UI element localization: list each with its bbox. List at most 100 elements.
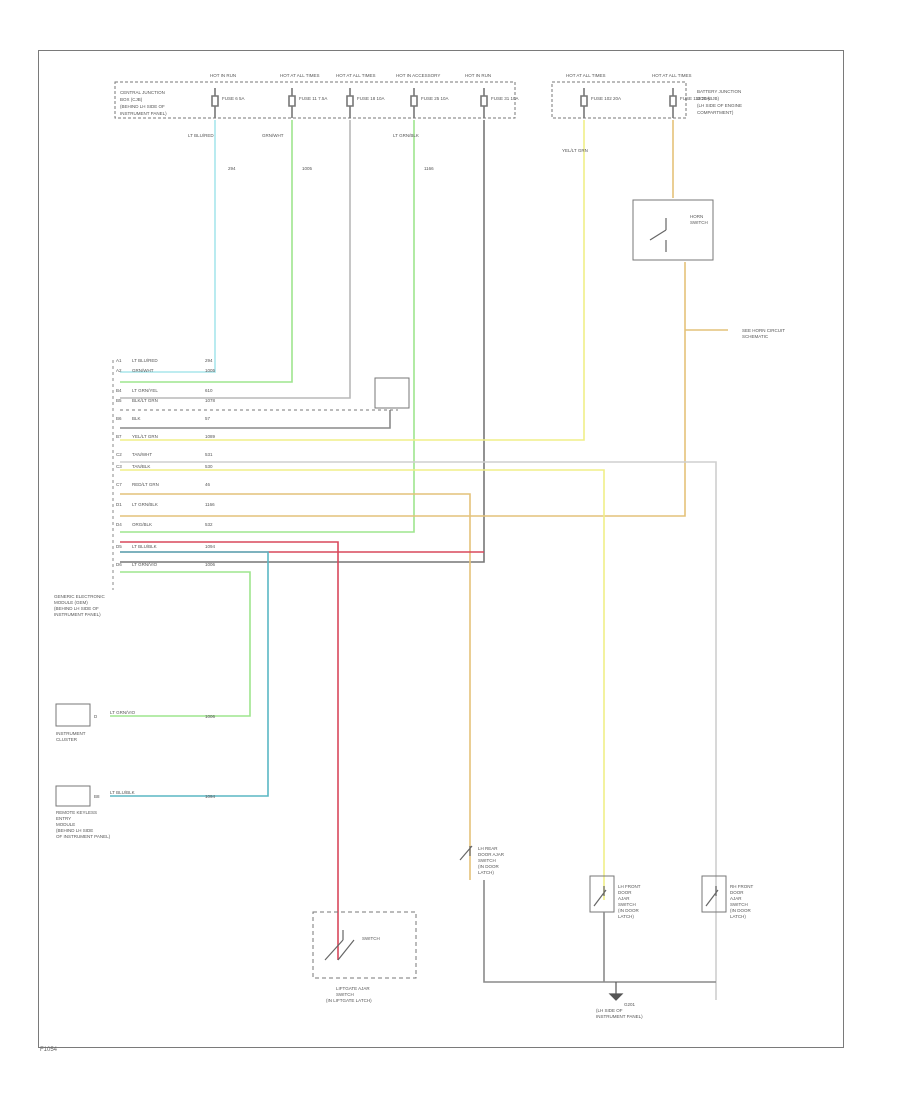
wire-lt-blu-red [120,120,216,373]
cjb-fuse-11: FUSE 11 7.5A [288,88,327,118]
gem-pin-d1: D1 LT GRN/BLK 1166 [116,502,215,507]
wire-lt-blu-blk [110,551,269,797]
rh-door-label-5: LATCH) [730,914,746,919]
cluster-pin: D [94,714,98,719]
gem-wires [110,409,717,1000]
lh-front-door-ajar-switch: LH FRONT DOOR AJAR SWITCH (IN DOOR LATCH… [589,875,641,982]
gem-pin-circuit: 1166 [205,502,215,507]
horn-switch: HORN SWITCH SEE HORN CIRCUIT SCHEMATIC [632,199,785,339]
gem-pin-circuit: 1089 [205,434,216,439]
rear-door-label-1: DOOR AJAR [478,852,505,857]
tag-1166-top: LT GRN/BLK [393,133,419,138]
lh-door-label-1: DOOR [618,890,632,895]
cjb-header-2: HOT AT ALL TIMES [336,73,376,78]
ground-label-0: G201 [624,1002,636,1007]
gem-pin-label: B6 [116,416,122,421]
gem-pin-label: D1 [116,502,122,507]
wire-lt-grn-vio [110,571,251,717]
tag-1166-mid: 1166 [424,166,434,171]
rh-door-label-2: AJAR [730,896,742,901]
wire-yel-lt-grn [120,120,585,441]
rh-door-label-4: (IN DOOR [730,908,751,913]
bjb-header-0: HOT AT ALL TIMES [566,73,606,78]
instrument-cluster: D LT GRN/VIO 1006 INSTRUMENT CLUSTER [55,703,216,742]
bjb-header-1: HOT AT ALL TIMES [652,73,692,78]
cjb-header-0: HOT IN RUN [210,73,236,78]
gem-pin-circuit: 531 [205,452,213,457]
bjb-label-0: BATTERY JUNCTION [697,89,741,94]
liftgate-label-2: (IN LIFTGATE LATCH) [326,998,372,1003]
gem-pin-label: D6 [116,562,122,567]
bjb-fuse-112-label: FUSE 112 20A [680,96,710,101]
gem-pin-wire: LT GRN/BLK [132,502,158,507]
wire-grn-wht [120,120,293,383]
liftgate-label-1: SWITCH [336,992,354,997]
keyless-label-0: REMOTE KEYLESS [56,810,97,815]
cjb-fuse-6: FUSE 6 5A [211,88,245,118]
cluster-label-0: INSTRUMENT [56,731,86,736]
gem-pin-circuit: 1078 [205,398,216,403]
gem-pin-label: A1 [116,358,122,363]
gem-pin-label: B7 [116,434,122,439]
cjb-fuse-18-label: FUSE 18 10A [357,96,385,101]
feed-wires [120,120,674,563]
cjb-label-2: (BEHIND LH SIDE OF [120,104,165,109]
gem-pin-circuit: 46 [205,482,211,487]
gem-label-1: MODULE (GEM) [54,600,88,605]
cluster-wire: LT GRN/VIO [110,710,136,715]
wire-org-blk [120,493,471,880]
liftgate-ajar-switch: SWITCH LIFTGATE AJAR SWITCH (IN LIFTGATE… [312,911,417,1003]
lh-door-label-0: LH FRONT [618,884,641,889]
keyless-wire: LT BLU/BLK [110,790,135,795]
cjb-label-1: BOX (CJB) [120,97,143,102]
cjb-fuse-31: FUSE 31 10A [480,88,519,118]
liftgate-label-0: LIFTGATE AJAR [336,986,370,991]
cjb-header-1: HOT AT ALL TIMES [280,73,320,78]
keyless-label-1: ENTRY [56,816,71,821]
gem-label-0: GENERIC ELECTRONIC [54,594,106,599]
tag-1005-mid: 1005 [302,166,313,171]
tag-1005-top: GRN/WHT [262,133,284,138]
keyless-pin: B8 [94,794,100,799]
keyless-entry-module: B8 LT BLU/BLK 1094 REMOTE KEYLESS ENTRY … [55,785,216,839]
lh-door-label-4: (IN DOOR [618,908,639,913]
wire-blk-gnd [120,410,391,429]
gem-pin-wire: LT GRN/VIO [132,562,158,567]
bjb-fuse-102-label: FUSE 102 20A [591,96,621,101]
horn-switch-label-0: HORN [690,214,703,219]
cluster-circuit: 1006 [205,714,216,719]
wire-feed-18 [120,120,351,399]
cjb-fuse-6-label: FUSE 6 5A [222,96,245,101]
gem-pin-wire: YEL/LT GRN [132,434,158,439]
horn-relay-box [374,377,410,409]
cjb-fuse-31-label: FUSE 31 10A [491,96,519,101]
cjb-fuse-25: FUSE 25 10A [410,88,449,118]
bjb-label-1: BOX (BJB) [697,96,720,101]
wire-ground-bus [483,880,716,983]
gem-pin-label: D5 [116,544,122,549]
gem-pin-label: B5 [116,398,122,403]
bjb-fuse-102: FUSE 102 20A [580,88,621,118]
rear-door-label-4: LATCH) [478,870,494,875]
tag-294-top: LT BLU/RED [188,133,214,138]
cjb-fuse-11-label: FUSE 11 7.5A [299,96,327,101]
rear-door-ajar-switch: LH REAR DOOR AJAR SWITCH (IN DOOR LATCH) [459,845,716,983]
gem-pin-label: C3 [116,464,122,469]
lh-door-label-2: AJAR [618,896,630,901]
ground-g201: G201 (LH SIDE OF INSTRUMENT PANEL) [596,982,643,1019]
rh-door-label-0: RH FRONT [730,884,753,889]
liftgate-note: SWITCH [362,936,380,941]
gem-pin-wire: LT GRN/YEL [132,388,158,393]
lh-door-label-5: LATCH) [618,914,634,919]
gem-pin-wire: TAN/BLK [132,464,150,469]
cjb-fuse-18: FUSE 18 10A [346,88,385,118]
diagram-frame [38,50,844,1048]
keyless-label-3: (BEHIND LH SIDE [56,828,93,833]
